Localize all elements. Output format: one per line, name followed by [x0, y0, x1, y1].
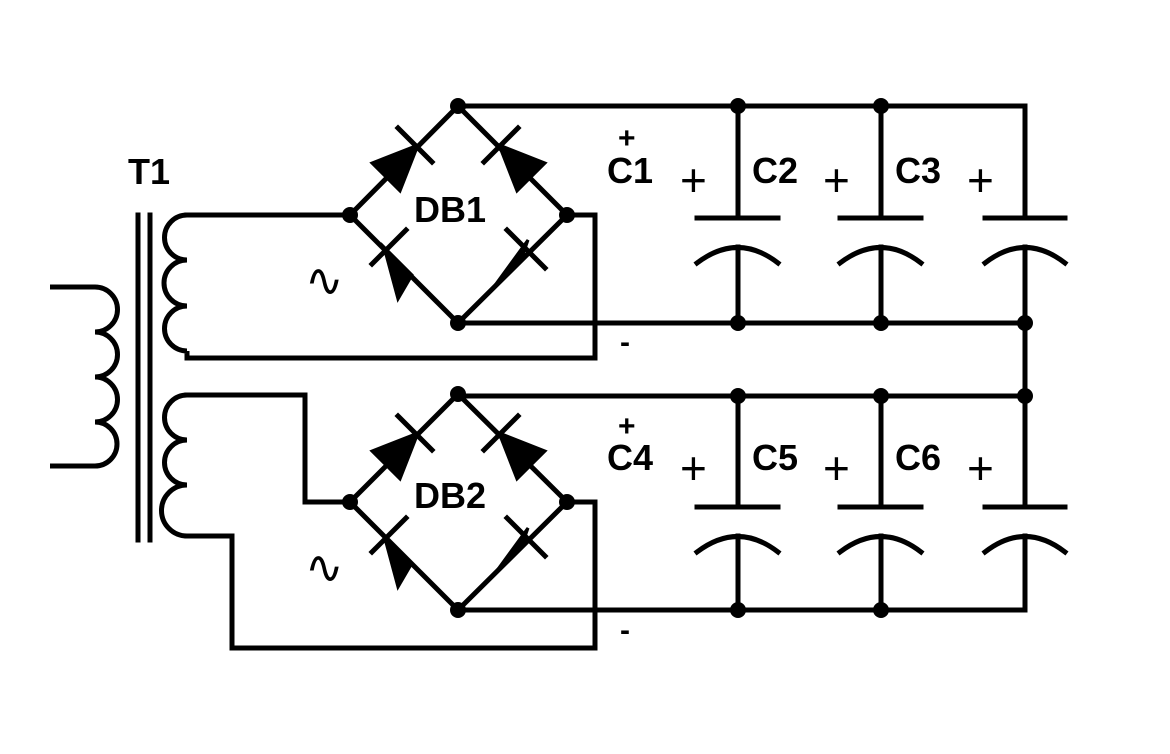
capacitor-c5: + — [680, 393, 782, 613]
svg-text:+: + — [823, 154, 850, 206]
capacitor-c4-right: + — [967, 442, 1069, 613]
cap-c1-polarity: + — [618, 122, 636, 155]
minus-label-2: - — [620, 614, 630, 647]
cap-c3-label: C3 — [895, 150, 941, 191]
capacitor-c1-right: + — [967, 154, 1069, 326]
diode-1d — [491, 226, 549, 290]
diode-1a — [369, 124, 436, 194]
bridge-db1: DB1 ∿ - — [184, 98, 630, 361]
cap-c1-label: C1 — [607, 150, 653, 191]
node — [342, 207, 358, 223]
ac-wire-bottom-right — [184, 499, 598, 651]
cap-c4-polarity: + — [618, 410, 636, 443]
transformer-t1: T1 — [50, 151, 190, 543]
svg-text:+: + — [967, 154, 994, 206]
diode-1b — [480, 124, 548, 194]
diode-2d — [491, 514, 549, 578]
cap-c4-label: C4 — [607, 437, 653, 478]
bridge2-label: DB2 — [414, 475, 486, 516]
secondary-winding-lower — [159, 392, 188, 539]
diode-2b — [480, 412, 548, 482]
upper-positive-rail — [455, 103, 1028, 218]
bridge-db2: DB2 ∿ - — [184, 386, 630, 651]
capacitor-c3: + — [823, 103, 925, 326]
bridge1-label: DB1 — [414, 189, 486, 230]
diode-1c — [368, 226, 414, 303]
minus-label-1: - — [620, 326, 630, 359]
primary-winding — [50, 284, 120, 469]
cap-c2-label: C2 — [752, 150, 798, 191]
diode-2a — [369, 412, 436, 482]
transformer-label: T1 — [128, 151, 170, 192]
cap-c6-label: C6 — [895, 437, 941, 478]
svg-text:+: + — [823, 442, 850, 494]
node — [559, 207, 575, 223]
svg-text:+: + — [967, 442, 994, 494]
ac-wire-bottom-left — [184, 392, 353, 505]
ac-wire-top-right — [184, 212, 598, 361]
secondary-winding-upper — [161, 212, 190, 358]
capacitor-c6: + — [823, 393, 925, 613]
ac-symbol-2: ∿ — [305, 541, 344, 593]
svg-text:+: + — [680, 154, 707, 206]
cap-c5-label: C5 — [752, 437, 798, 478]
svg-text:+: + — [680, 442, 707, 494]
capacitor-c2: + — [680, 103, 782, 326]
diode-2c — [368, 514, 414, 591]
ac-symbol-1: ∿ — [305, 254, 344, 306]
